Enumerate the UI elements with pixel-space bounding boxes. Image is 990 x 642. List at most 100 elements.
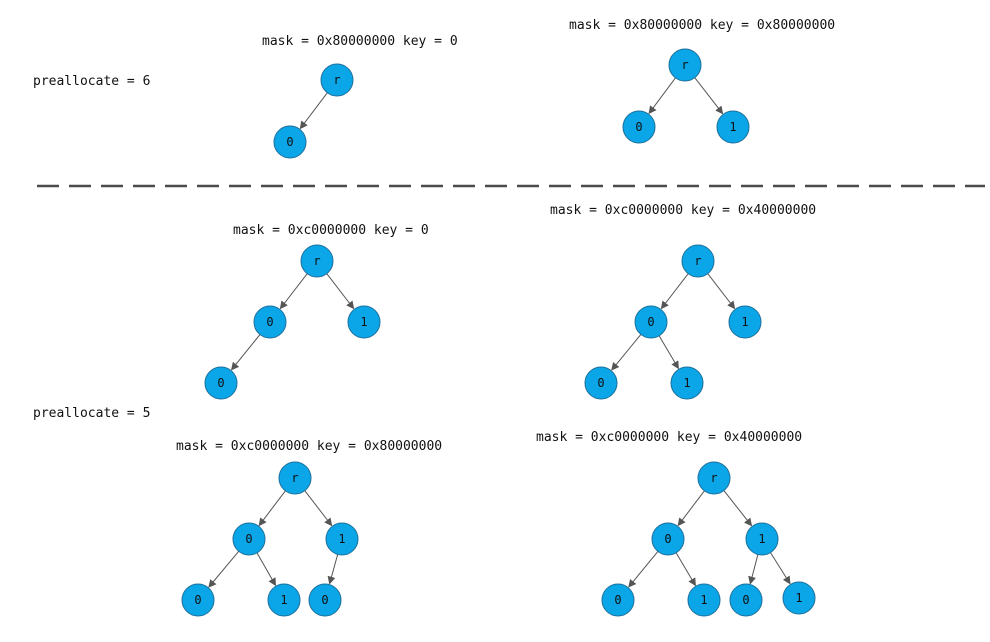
node-label: r <box>681 58 688 72</box>
tree-5-edge <box>327 554 339 585</box>
node-circle <box>347 305 381 339</box>
tree-5-edge <box>304 490 333 527</box>
node-label: 0 <box>217 376 224 390</box>
node-label: r <box>291 471 298 485</box>
tree-1-node: 0 <box>273 125 307 159</box>
tree-5-node: 0 <box>181 583 215 617</box>
node-label: 1 <box>795 591 802 605</box>
tree-4-edge <box>611 334 642 371</box>
tree-2-node: 1 <box>716 110 750 144</box>
node-label: 0 <box>286 135 293 149</box>
node-circle <box>782 581 816 615</box>
tree-3-edge <box>230 334 261 371</box>
tree-5-edge <box>258 490 286 527</box>
node-label: 1 <box>758 532 765 546</box>
node-label: 0 <box>597 376 604 390</box>
tree-4-node: 0 <box>584 366 618 400</box>
node-circle <box>634 305 668 339</box>
tree-2-node: 0 <box>622 110 656 144</box>
node-circle <box>300 244 334 278</box>
node-circle <box>325 522 359 556</box>
tree-4-node: 1 <box>670 366 704 400</box>
node-label: 0 <box>742 593 749 607</box>
node-label: 0 <box>194 593 201 607</box>
node-label: r <box>710 471 717 485</box>
node-circle <box>232 522 266 556</box>
node-label: 0 <box>647 315 654 329</box>
node-circle <box>670 366 704 400</box>
node-circle <box>273 125 307 159</box>
node-label: 1 <box>729 120 736 134</box>
tree-6-node: 1 <box>782 581 816 615</box>
tree-4: r 0 1 0 1 <box>584 244 762 400</box>
tree-6-caption: mask = 0xc0000000 key = 0x40000000 <box>536 430 802 445</box>
node-circle <box>601 583 635 617</box>
node-label: 1 <box>280 593 287 607</box>
node-circle <box>253 305 287 339</box>
node-circle <box>584 366 618 400</box>
tree-1: r0 <box>273 63 354 159</box>
node-circle <box>668 48 702 82</box>
tree-5-node: 0 <box>308 583 342 617</box>
tree-6-node: 1 <box>687 583 721 617</box>
node-circle <box>651 522 685 556</box>
node-label: 1 <box>338 532 345 546</box>
tree-5-node: 0 <box>232 522 266 556</box>
tree-5-edge <box>208 550 240 588</box>
node-label: 0 <box>635 120 642 134</box>
tree-5-node: 1 <box>267 583 301 617</box>
node-label: 1 <box>700 593 707 607</box>
tree-6-node: 0 <box>601 583 635 617</box>
tree-1-caption: mask = 0x80000000 key = 0 <box>262 34 458 49</box>
tree-3-node: 1 <box>347 305 381 339</box>
tree-1-root-node: r <box>320 63 354 97</box>
tree-3-node: 0 <box>204 366 238 400</box>
tree-6-node: 1 <box>745 522 779 556</box>
tree-4-node: 0 <box>634 305 668 339</box>
tree-3-node: 0 <box>253 305 287 339</box>
tree-2-edge <box>648 77 676 115</box>
tree-6-edge <box>770 552 791 585</box>
tree-6-node: 0 <box>729 583 763 617</box>
tree-3-root-node: r <box>300 244 334 278</box>
node-circle <box>278 461 312 495</box>
tree-6-edge <box>723 490 753 527</box>
node-circle <box>745 522 779 556</box>
node-label: 0 <box>266 315 273 329</box>
tree-3-edge <box>326 273 355 310</box>
tree-6-edge <box>748 554 759 585</box>
tree-5-edge <box>256 552 276 587</box>
tree-3: r 0 1 0 <box>204 244 381 400</box>
tree-4-edge <box>658 335 679 370</box>
tree-5-root-node: r <box>278 461 312 495</box>
node-label: r <box>313 254 320 268</box>
tree-4-caption: mask = 0xc0000000 key = 0x40000000 <box>550 203 816 218</box>
node-label: 0 <box>614 593 621 607</box>
node-circle <box>267 583 301 617</box>
node-circle <box>181 583 215 617</box>
tree-4-edge <box>660 273 689 310</box>
tree-4-edge <box>707 273 736 310</box>
tree-2: r 0 1 <box>622 48 750 144</box>
node-label: r <box>694 254 701 268</box>
node-label: 1 <box>741 315 748 329</box>
tree-6-edge <box>675 552 696 587</box>
tree-5: r 0 1 0 1 0 <box>181 461 359 617</box>
node-circle <box>308 583 342 617</box>
node-circle <box>681 244 715 278</box>
tree-5-caption: mask = 0xc0000000 key = 0x80000000 <box>176 439 442 454</box>
tree-5-node: 1 <box>325 522 359 556</box>
tree-2-edge <box>694 77 724 115</box>
tree-3-caption: mask = 0xc0000000 key = 0 <box>233 223 429 238</box>
node-circle <box>204 366 238 400</box>
node-label: 1 <box>360 315 367 329</box>
tree-4-root-node: r <box>681 244 715 278</box>
preallocate-5-label: preallocate = 5 <box>33 406 150 421</box>
tree-3-edge <box>279 273 308 310</box>
node-circle <box>622 110 656 144</box>
node-label: 1 <box>683 376 690 390</box>
tree-4-node: 1 <box>728 305 762 339</box>
node-circle <box>728 305 762 339</box>
node-circle <box>687 583 721 617</box>
